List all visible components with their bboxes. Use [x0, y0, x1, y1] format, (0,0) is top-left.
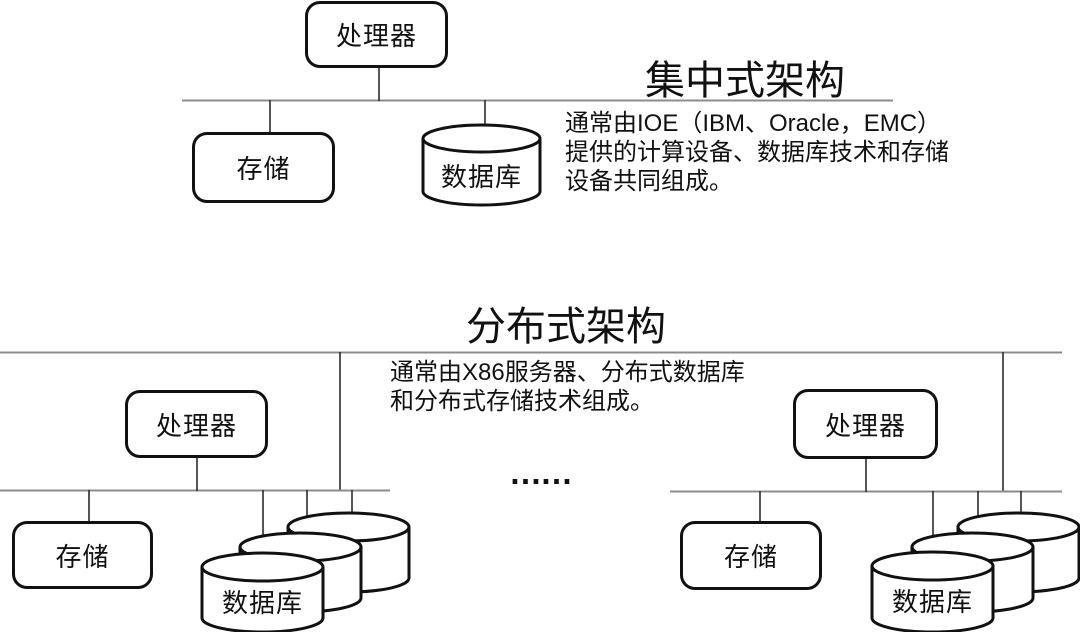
processor-label: 处理器	[335, 21, 417, 51]
left-cluster-database-label: 数据库	[221, 587, 303, 618]
right-cluster-database-label: 数据库	[891, 586, 973, 617]
centralized-database-label: 数据库	[440, 161, 522, 192]
left-cluster-processor-node: 处理器	[125, 390, 268, 458]
description-line: 设备共同组成。	[565, 168, 733, 195]
processor-label: 处理器	[155, 410, 237, 441]
right-cluster-processor-node: 处理器	[793, 389, 938, 459]
cylinder-top	[421, 123, 542, 154]
centralized-storage-node: 存储	[192, 132, 335, 203]
description-line: 和分布式存储技术组成。	[390, 388, 654, 415]
left-cluster-storage-node: 存储	[12, 521, 153, 589]
centralized-title: 集中式架构	[645, 59, 845, 103]
cylinder-body	[870, 566, 995, 632]
centralized-database-cylinder	[421, 123, 542, 207]
centralized-description: 通常由IOE（IBM、Oracle，EMC） 提供的计算设备、数据库技术和存储 …	[565, 109, 949, 196]
cylinder-top	[870, 550, 995, 582]
more-clusters-ellipsis: ……	[509, 454, 573, 491]
distributed-description: 通常由X86服务器、分布式数据库 和分布式存储技术组成。	[390, 358, 745, 416]
left-database-cylinder-front	[200, 551, 325, 632]
cylinder-body	[421, 138, 542, 207]
processor-label: 处理器	[824, 410, 906, 441]
cylinder-top	[200, 551, 325, 583]
description-line: 提供的计算设备、数据库技术和存储	[565, 139, 949, 166]
distributed-title: 分布式架构	[466, 305, 666, 349]
storage-label: 存储	[55, 541, 110, 572]
description-line: 通常由IOE（IBM、Oracle，EMC）	[565, 110, 942, 137]
right-database-cylinder-front	[870, 550, 995, 632]
cylinder-body	[200, 567, 325, 632]
storage-label: 存储	[236, 154, 291, 184]
centralized-processor-node: 处理器	[305, 1, 448, 68]
right-cluster-storage-node: 存储	[680, 521, 822, 590]
storage-label: 存储	[723, 542, 778, 572]
description-line: 通常由X86服务器、分布式数据库	[390, 359, 745, 386]
